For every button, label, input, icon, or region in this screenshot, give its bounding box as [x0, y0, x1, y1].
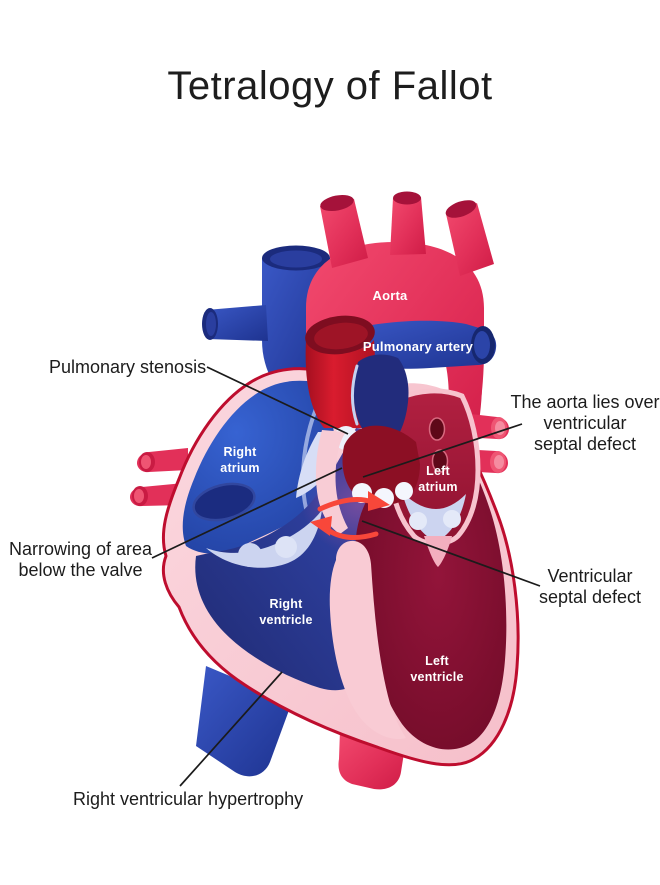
label-right-ventricle: Right ventricle	[259, 597, 313, 627]
annotation-narrowing-below-valve: Narrowing of area below the valve	[8, 539, 153, 581]
shunt-arrows	[310, 491, 390, 540]
leader-lines	[151, 366, 541, 787]
label-left-atrium: Left atrium	[418, 464, 458, 494]
annotation-right-ventricular-hypertrophy: Right ventricular hypertrophy	[73, 789, 304, 809]
annotation-aorta-over-vsd: The aorta lies over ventricular septal d…	[510, 392, 660, 455]
left-atrium-chamber	[387, 383, 481, 567]
septum	[329, 540, 406, 740]
label-left-ventricle: Left ventricle	[410, 654, 464, 684]
page-title: Tetralogy of Fallot	[167, 64, 493, 108]
annotation-pulmonary-stenosis: Pulmonary stenosis	[49, 357, 207, 377]
label-right-atrium: Right atrium	[220, 445, 260, 475]
pulmonary-trunk	[305, 315, 376, 428]
annotation-ventricular-septal-defect: Ventricular septal defect	[538, 566, 642, 608]
pulmonary-veins-left	[130, 448, 188, 507]
label-pulmonary-artery: Pulmonary artery	[362, 339, 474, 354]
label-aorta: Aorta	[372, 288, 408, 303]
rv-outflow-tract	[351, 354, 409, 445]
